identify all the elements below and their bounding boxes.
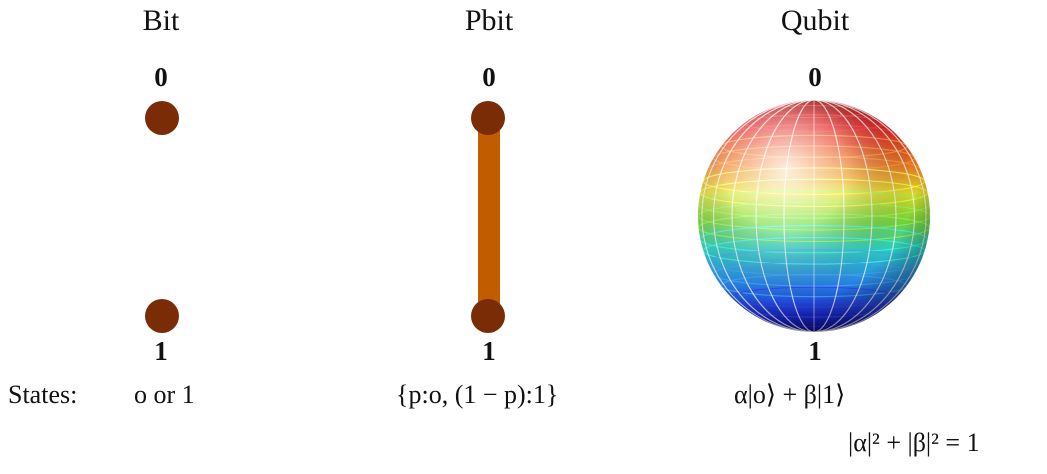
states-label: States:	[8, 380, 78, 409]
pbit-probability-bar	[478, 118, 500, 316]
qubit-states: α|o⟩ + β|1⟩	[734, 380, 846, 409]
bit-one-dot	[145, 299, 179, 333]
bit-zero-label: 0	[154, 62, 168, 92]
pbit-zero-dot	[471, 101, 505, 135]
pbit-states: {p:o, (1 − p):1}	[396, 380, 559, 409]
bit-one-label: 1	[154, 336, 168, 366]
bit-zero-dot	[145, 101, 179, 135]
pbit-one-dot	[471, 299, 505, 333]
bit-title: Bit	[142, 4, 180, 37]
pbit-title: Pbit	[464, 4, 514, 37]
qubit-title: Qubit	[780, 4, 850, 37]
bit-states: o or 1	[134, 380, 195, 409]
pbit-one-label: 1	[482, 336, 496, 366]
qubit-one-label: 1	[808, 336, 822, 366]
normalization-constraint: |α|² + |β|² = 1	[848, 428, 980, 457]
qubit-zero-label: 0	[808, 62, 822, 92]
pbit-zero-label: 0	[482, 62, 496, 92]
